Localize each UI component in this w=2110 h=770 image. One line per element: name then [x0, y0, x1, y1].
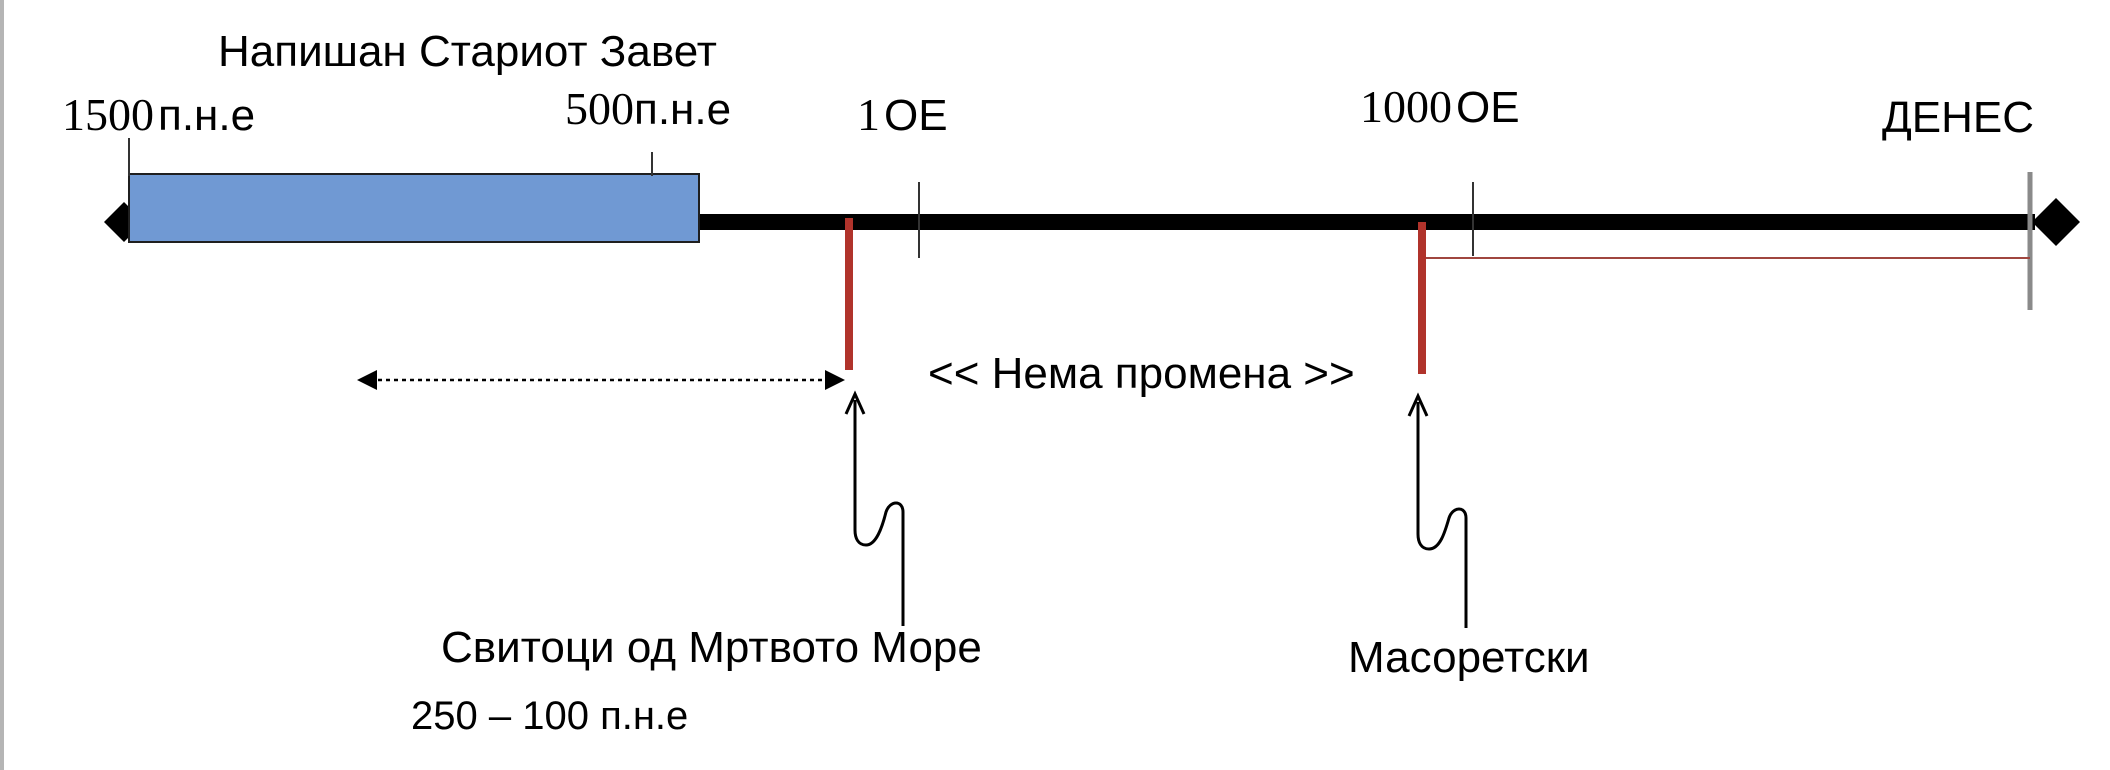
- label-500-bce-unit: п.н.е: [634, 85, 732, 134]
- masoretic-callout-arrowhead: [1407, 392, 1429, 417]
- label-1000-ce: 1000 ОЕ: [1360, 84, 1520, 130]
- label-today: ДЕНЕС: [1882, 93, 2035, 142]
- old-testament-written-label: Напишан Стариот Завет: [218, 27, 717, 76]
- old-testament-bar: [128, 173, 700, 243]
- masoretic-callout-arrow: [1416, 402, 1468, 628]
- no-change-label: << Нема промена >>: [928, 349, 1355, 398]
- label-1000-ce-number: 1000: [1360, 81, 1452, 132]
- dead-sea-scrolls-callout-arrowhead: [844, 390, 866, 415]
- label-500-bce: 500п.н.е: [565, 86, 731, 132]
- label-500-bce-number: 500: [565, 83, 634, 134]
- label-1-ce: 1 ОЕ: [857, 92, 948, 138]
- label-1-ce-unit: ОЕ: [884, 91, 948, 140]
- label-1500-bce-number: 1500: [62, 89, 154, 140]
- label-1500-bce: 1500 п.н.е: [62, 92, 255, 138]
- page-left-border: [0, 0, 4, 770]
- label-1000-ce-unit: ОЕ: [1456, 83, 1520, 132]
- dead-sea-scrolls-callout-arrow: [853, 400, 905, 626]
- dead-sea-scrolls-date: 250 – 100 п.н.е: [411, 694, 689, 738]
- label-1500-bce-unit: п.н.е: [158, 91, 256, 140]
- masoretic-label: Масоретски: [1348, 633, 1590, 682]
- axis-right-end-diamond: [2032, 198, 2080, 246]
- dead-sea-scrolls-label: Свитоци од Мртвото Море: [441, 623, 982, 672]
- label-1-ce-number: 1: [857, 89, 880, 140]
